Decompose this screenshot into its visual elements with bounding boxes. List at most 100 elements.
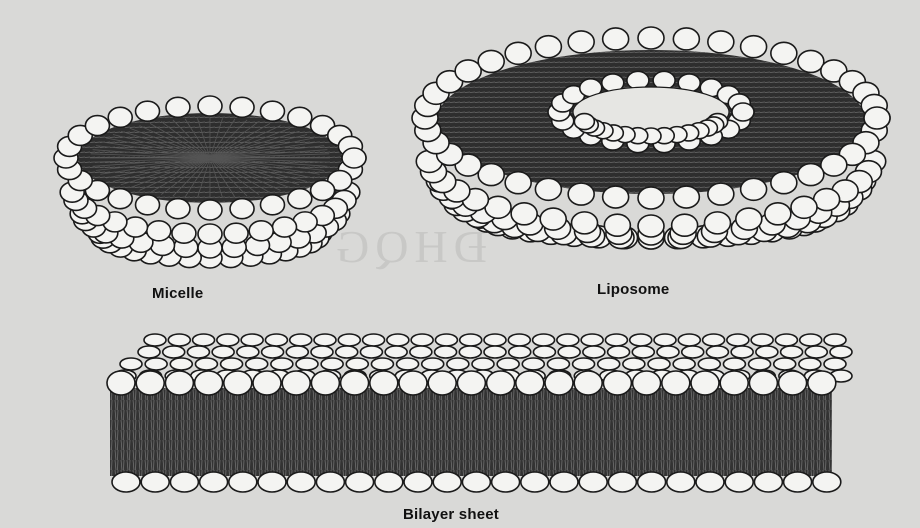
bilayer-top-head (435, 346, 457, 358)
bilayer-top-head (805, 346, 827, 358)
bilayer-top-head (360, 346, 382, 358)
bilayer-top-head (581, 334, 603, 346)
bilayer-front-head (691, 371, 719, 395)
micelle-rim-head (230, 97, 254, 117)
bilayer-top-head (145, 358, 167, 370)
liposome-head (604, 214, 630, 236)
bilayer-bottom-head (258, 472, 286, 492)
bilayer-top-head (682, 346, 704, 358)
liposome-head (572, 212, 598, 234)
bilayer-top-head (673, 358, 695, 370)
bilayer-bottom-head (813, 472, 841, 492)
bilayer-top-head (648, 358, 670, 370)
micelle-rim-head (288, 189, 312, 209)
bilayer-front-head (662, 371, 690, 395)
bilayer-bottom-head (754, 472, 782, 492)
micelle-rim-head (198, 200, 222, 220)
micelle-head (249, 221, 273, 241)
micelle-rim-head (260, 195, 284, 215)
liposome-rim-head (603, 186, 629, 208)
bilayer-bottom-head (229, 472, 257, 492)
bilayer-top-head (246, 358, 268, 370)
bilayer-top-head (385, 346, 407, 358)
bilayer-top-head (824, 334, 846, 346)
bilayer-top-head (608, 346, 630, 358)
liposome-rim-head (478, 50, 504, 72)
bilayer-top-head (422, 358, 444, 370)
bilayer-top-head (371, 358, 393, 370)
bilayer-top-head (472, 358, 494, 370)
bilayer-top-head (193, 334, 215, 346)
micelle-rim-head (198, 96, 222, 116)
liposome-head (736, 208, 762, 230)
liposome-rim-head (505, 172, 531, 194)
bilayer-sheet-label: Bilayer sheet (403, 506, 499, 523)
micelle-rim-head (230, 199, 254, 219)
bilayer-top-head (632, 346, 654, 358)
bilayer-top-head (241, 334, 263, 346)
bilayer-bottom-head (404, 472, 432, 492)
bilayer-bottom-head (492, 472, 520, 492)
bilayer-front-head (749, 371, 777, 395)
liposome-core-head (574, 114, 594, 130)
bilayer-front-head (341, 371, 369, 395)
bilayer-top-head (410, 346, 432, 358)
bilayer-top-head (799, 358, 821, 370)
bilayer-top-head (751, 334, 773, 346)
liposome-rim-head (568, 183, 594, 205)
liposome-head (540, 208, 566, 230)
bilayer-top-head (731, 346, 753, 358)
bilayer-bottom-head (433, 472, 461, 492)
bilayer-bottom-head (316, 472, 344, 492)
bilayer-top-head (749, 358, 771, 370)
bilayer-front-head (165, 371, 193, 395)
bilayer-top-head (321, 358, 343, 370)
bilayer-bottom-head (170, 472, 198, 492)
micelle-label: Micelle (152, 285, 203, 302)
liposome-rim-head (673, 186, 699, 208)
bilayer-top-head (363, 334, 385, 346)
bilayer-front-head (311, 371, 339, 395)
liposome-rim-head (638, 27, 664, 49)
liposome-head (704, 212, 730, 234)
bilayer-tail-region (110, 388, 832, 476)
bilayer-top-head (723, 358, 745, 370)
liposome-rim-head (708, 31, 734, 53)
bilayer-top-head (187, 346, 209, 358)
micelle-rim-head (260, 101, 284, 121)
liposome-head (638, 215, 664, 237)
liposome-rim-head (478, 164, 504, 186)
bilayer-front-head (487, 371, 515, 395)
bilayer-top-head (703, 334, 725, 346)
bilayer-bottom-head (608, 472, 636, 492)
liposome-rim-head (535, 178, 561, 200)
bilayer-top-head (163, 346, 185, 358)
bilayer-top-head (598, 358, 620, 370)
liposome-head (765, 203, 791, 225)
bilayer-bottom-head (112, 472, 140, 492)
liposome-rim-head (568, 31, 594, 53)
bilayer-top-head (265, 334, 287, 346)
bilayer-bottom-head (638, 472, 666, 492)
bilayer-front-head (399, 371, 427, 395)
bilayer-top-head (346, 358, 368, 370)
bilayer-top-head (775, 334, 797, 346)
bilayer-top-head (138, 346, 160, 358)
bilayer-bottom-head (375, 472, 403, 492)
bilayer-top-head (623, 358, 645, 370)
bilayer-front-head (603, 371, 631, 395)
bilayer-top-head (286, 346, 308, 358)
bilayer-top-head (311, 346, 333, 358)
bilayer-top-head (657, 346, 679, 358)
bilayer-top-head (706, 346, 728, 358)
bilayer-top-head (217, 334, 239, 346)
bilayer-top-head (678, 334, 700, 346)
bilayer-bottom-heads (112, 472, 841, 492)
liposome-rim-head (603, 28, 629, 50)
bilayer-top-head (484, 334, 506, 346)
bilayer-top-head (533, 334, 555, 346)
liposome-head (672, 214, 698, 236)
bilayer-top-head (557, 334, 579, 346)
bilayer-top-head (212, 346, 234, 358)
bilayer-top-head (605, 334, 627, 346)
